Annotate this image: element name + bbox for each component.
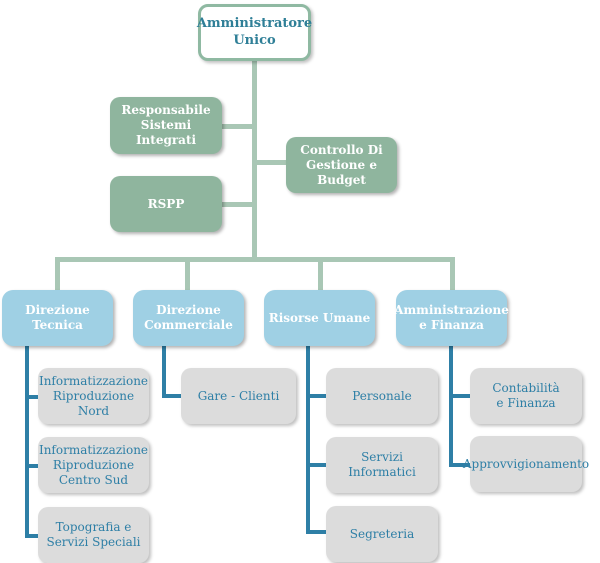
unit-informatizzazione-centro-sud: Informatizzazione Riproduzione Centro Su…	[38, 437, 149, 493]
staff-node-rspp: RSPP	[110, 176, 222, 232]
staff-node-sistemi-integrati: Responsabile Sistemi Integrati	[110, 97, 222, 154]
dept4-vertical	[449, 344, 453, 467]
dept2-branch-1	[162, 394, 182, 398]
unit-personale: Personale	[326, 368, 438, 424]
dept2-vertical	[162, 344, 166, 398]
dept-horizontal-bar	[55, 257, 455, 262]
unit-topografia-servizi-speciali: Topografia e Servizi Speciali	[38, 507, 149, 563]
dept3-branch-2	[306, 463, 327, 467]
dept-drop-2	[185, 257, 190, 292]
dept1-vertical	[25, 344, 29, 538]
dept-drop-4	[450, 257, 455, 292]
dept-direzione-commerciale: Direzione Commerciale	[133, 290, 244, 346]
unit-segreteria: Segreteria	[326, 506, 438, 562]
staff-node-controllo-gestione: Controllo Di Gestione e Budget	[286, 137, 397, 193]
dept4-branch-1	[449, 394, 471, 398]
unit-gare-clienti: Gare - Clienti	[181, 368, 296, 424]
dept1-branch-2	[25, 464, 39, 468]
staff-connector-controllo	[252, 160, 288, 165]
dept-drop-1	[55, 257, 60, 292]
dept4-branch-2	[449, 463, 471, 467]
unit-contabilita-finanza: Contabilità e Finanza	[470, 368, 582, 424]
dept-amministrazione-finanza: Amministrazione e Finanza	[394, 290, 509, 346]
root-node: Amministratore Unico	[197, 4, 312, 61]
unit-informatizzazione-nord: Informatizzazione Riproduzione Nord	[38, 368, 149, 424]
dept-drop-3	[318, 257, 323, 292]
dept-direzione-tecnica: Direzione Tecnica	[2, 290, 113, 346]
unit-approvvigionamento: Approvvigionamento	[463, 436, 589, 492]
unit-servizi-informatici: Servizi Informatici	[326, 437, 438, 493]
staff-connector-rspp	[220, 202, 257, 207]
dept1-branch-3	[25, 534, 39, 538]
dept1-branch-1	[25, 395, 39, 399]
dept3-branch-1	[306, 394, 327, 398]
dept-risorse-umane: Risorse Umane	[264, 290, 375, 346]
staff-connector-sistemi	[220, 124, 257, 129]
dept3-branch-3	[306, 530, 327, 534]
dept3-vertical	[306, 344, 310, 534]
